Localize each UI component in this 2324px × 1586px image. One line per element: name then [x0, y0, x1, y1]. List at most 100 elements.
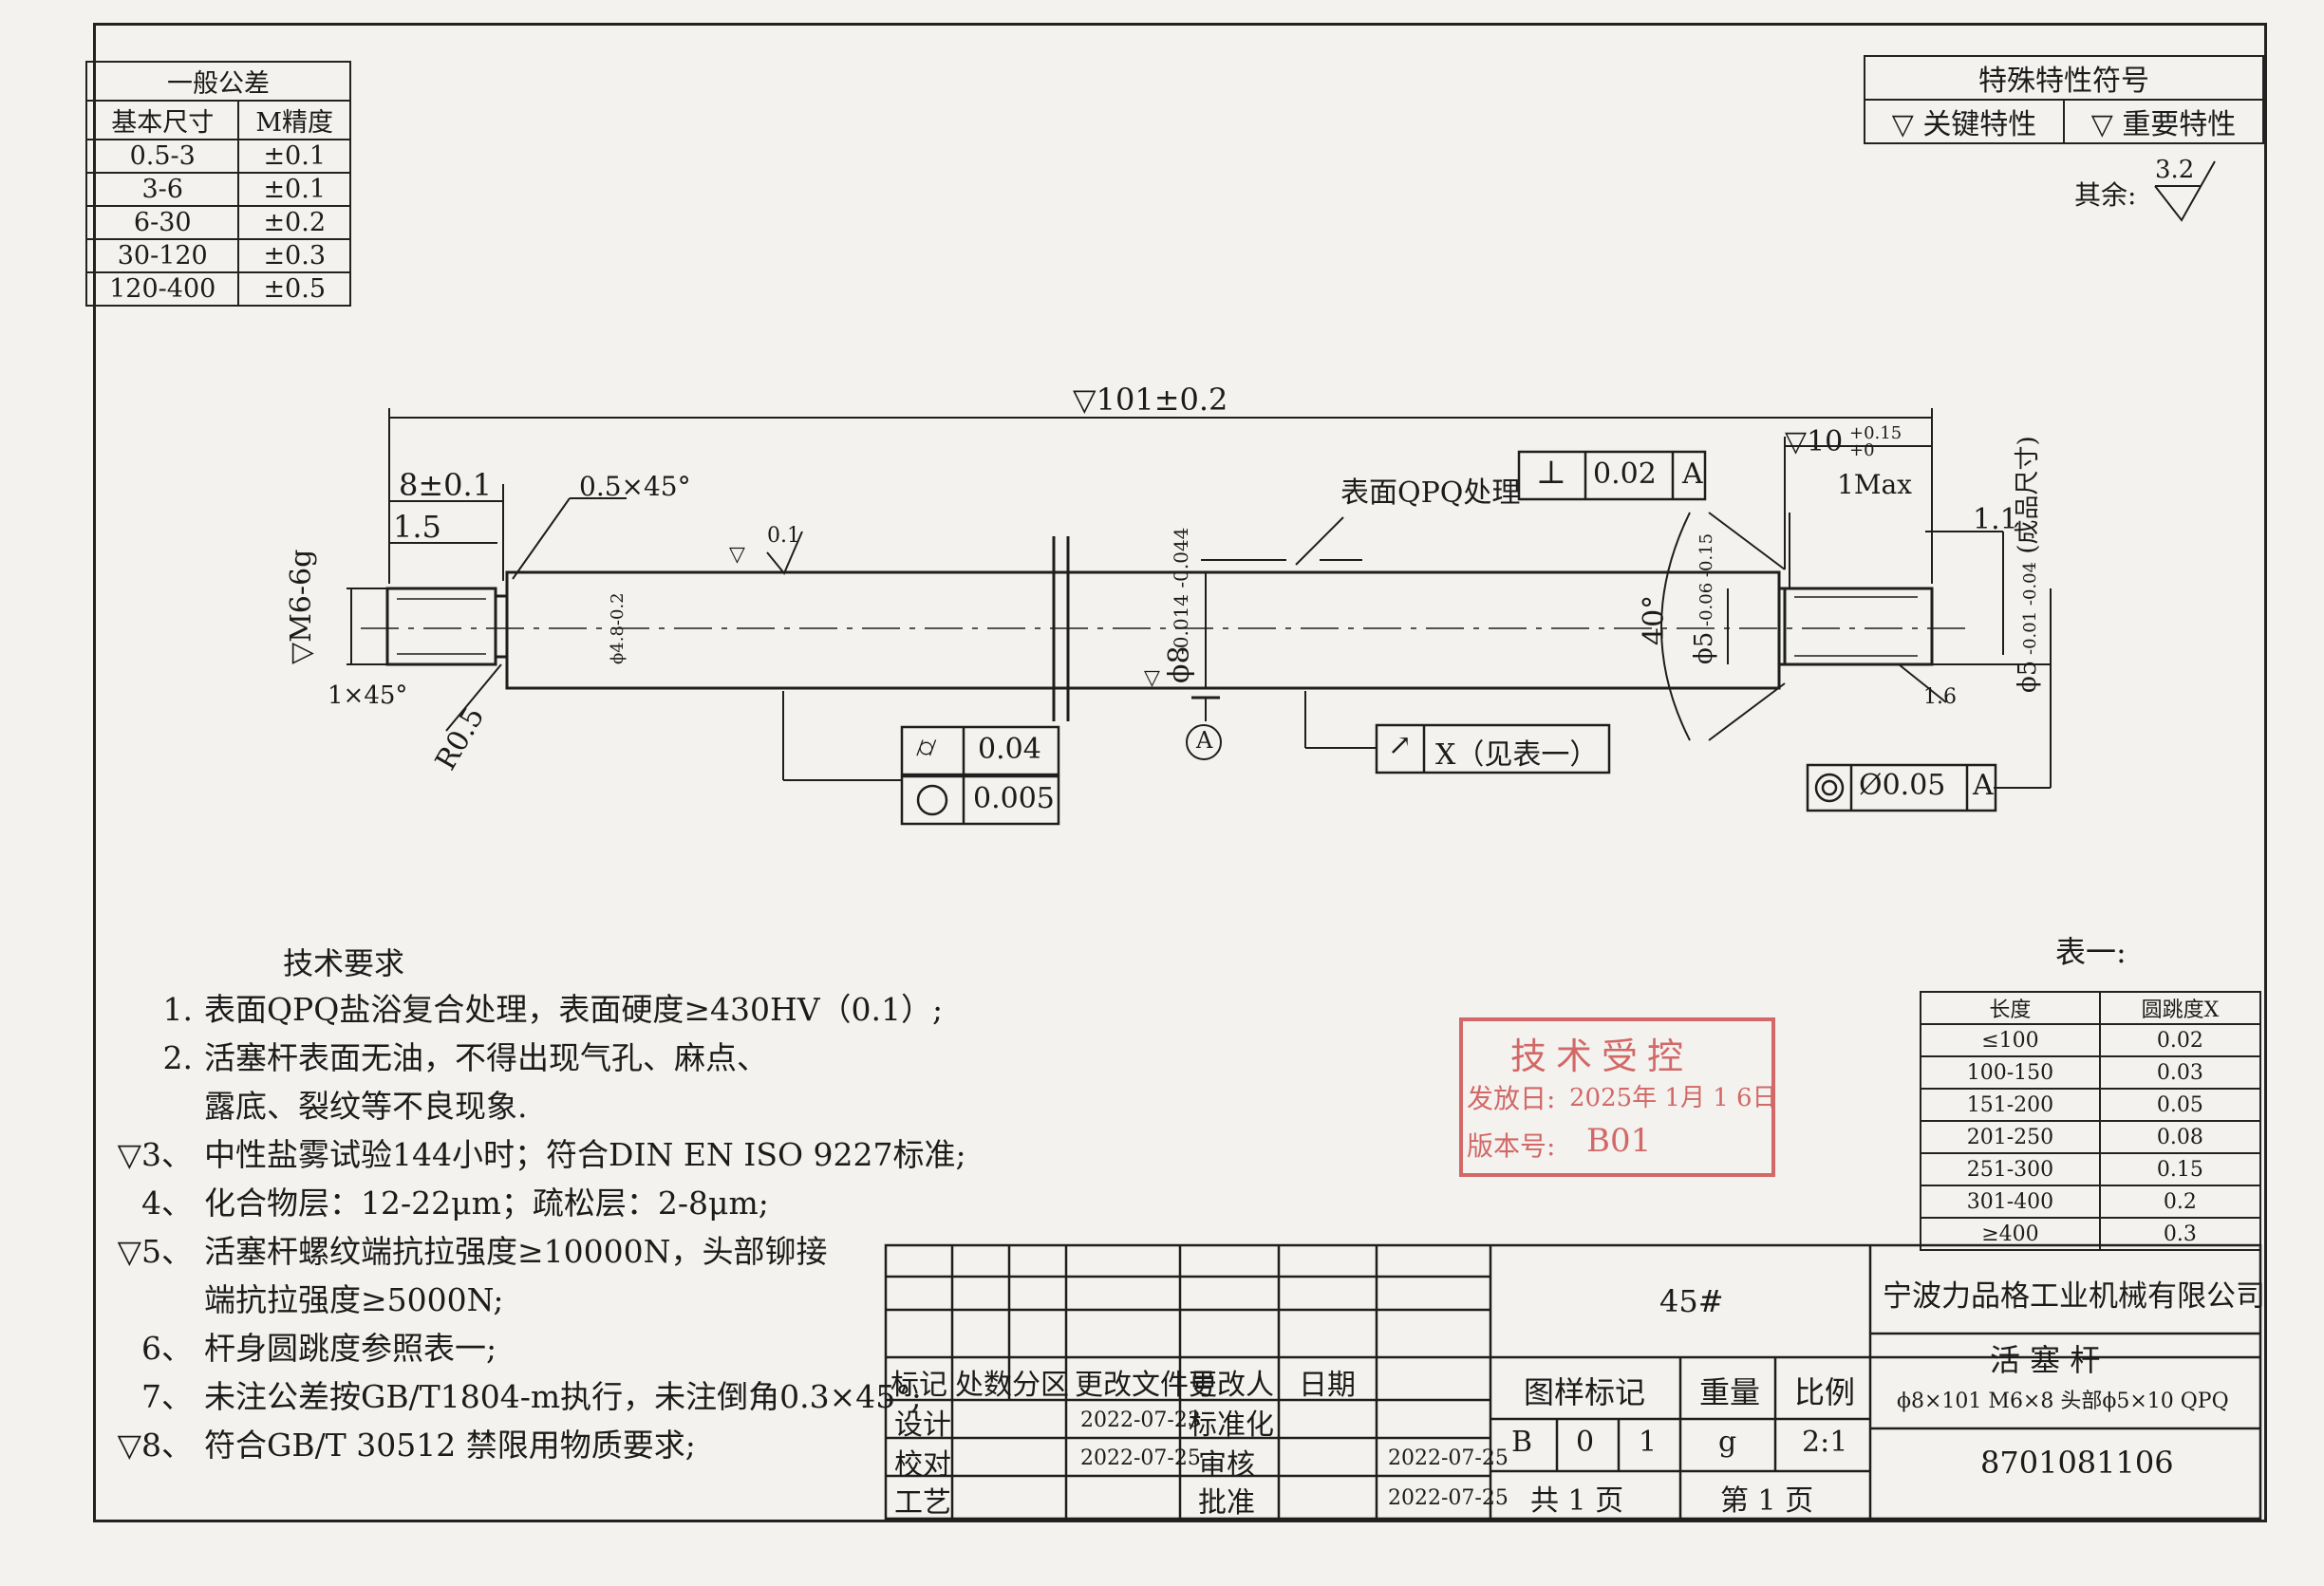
approve-label: 批准 [1198, 1486, 1255, 1520]
rod-head [1783, 587, 1934, 666]
total-pages: 共 1 页 [1530, 1484, 1624, 1518]
standard-label: 标准化 [1189, 1409, 1274, 1442]
table1-runout: 0.15 [2098, 1152, 2262, 1186]
perpendicularity-datum: A [1682, 457, 1703, 491]
key-char-icon: ▽ [117, 1233, 141, 1270]
key-char-icon: ▽ [117, 1427, 141, 1464]
weight-label: 重量 [1699, 1374, 1761, 1410]
table1-header-runout: 圆跳度X [2098, 991, 2262, 1025]
rev-header-zone: 分区 [1012, 1369, 1069, 1402]
perpendicularity-icon: ⊥ [1536, 454, 1566, 492]
tech-item: 2.活塞杆表面无油，不得出现气孔、麻点、 [162, 1039, 769, 1076]
sample-mark-1: 1 [1639, 1426, 1658, 1459]
tech-item: 4、化合物层：12-22μm；疏松层：2-8μm; [141, 1185, 769, 1222]
review-label: 审核 [1198, 1448, 1255, 1482]
roundness-frame [900, 774, 1060, 826]
special-characteristics-title: 特殊特性符号 [1864, 55, 2264, 101]
tol-size: 0.5-3 [84, 139, 240, 174]
tech-item: 7、未注公差按GB/T1804-m执行，未注倒角0.3×45°; [141, 1378, 922, 1415]
part-name: 活 塞 杆 [1990, 1342, 2101, 1378]
thread-length-dim: 8±0.1 [399, 467, 493, 503]
key-char-icon: ▽ [117, 1136, 141, 1173]
tol-size: 30-120 [84, 238, 240, 273]
overall-length-dim: ▽101±0.2 [1073, 382, 1228, 418]
important-characteristic-icon: ▽ [2090, 108, 2113, 141]
head-dia-dim: ϕ5 -0.06 -0.15 [1690, 532, 1718, 664]
roughness-body-value: 0.1 [767, 524, 800, 548]
tol-value: ±0.3 [237, 238, 351, 273]
roundness-value: 0.005 [973, 782, 1055, 815]
max-step-dim: 1Max [1837, 469, 1912, 500]
table1-length: 201-250 [1920, 1120, 2101, 1154]
tol-value: ±0.1 [237, 172, 351, 207]
sample-mark-0: 0 [1576, 1426, 1595, 1459]
design-date: 2022-07-23 [1080, 1409, 1201, 1432]
important-characteristic-label: 重要特性 [2122, 108, 2237, 141]
tech-item: ▽3、中性盐雾试验144小时；符合DIN EN ISO 9227标准; [117, 1136, 966, 1173]
rev-header-doc: 更改文件号 [1075, 1369, 1217, 1402]
table1-length: 301-400 [1920, 1185, 2101, 1219]
rev-header-date: 日期 [1299, 1369, 1356, 1402]
drawing-frame [93, 23, 2267, 1522]
key-characteristic-icon: ▽ [1891, 108, 1914, 141]
key-characteristic-label: 关键特性 [1922, 108, 2037, 141]
rev-header-mark: 标记 [890, 1369, 947, 1402]
concentricity-value: Ø0.05 [1859, 769, 1946, 802]
tech-item: 露底、裂纹等不良现象. [204, 1088, 528, 1125]
table1-runout: 0.02 [2098, 1023, 2262, 1057]
table1-header-length: 长度 [1920, 991, 2101, 1025]
runout-note: X（见表一） [1435, 738, 1599, 772]
check-date: 2022-07-25 [1080, 1446, 1201, 1470]
rod-body [505, 570, 1781, 690]
body-key-icon: ▽ [1144, 666, 1160, 690]
concentricity-frame [1806, 763, 1997, 812]
table1-title: 表一: [2055, 934, 2127, 970]
body-dia-tol: -0.014 -0.044 [1170, 527, 1192, 655]
end-dia-dim: ϕ5 -0.01 -0.04 (成品尺寸) [2014, 436, 2042, 693]
process-label: 工艺 [894, 1486, 951, 1520]
stamp-date: 2025年 1月 1 6日 [1569, 1084, 1777, 1112]
datum-a-label: A [1196, 727, 1213, 754]
tech-requirements-list: 1.表面QPQ盐浴复合处理，表面硬度≥430HV（0.1）; 2.活塞杆表面无油… [109, 985, 966, 1469]
tol-value: ±0.5 [237, 271, 351, 307]
table1-runout: 0.08 [2098, 1120, 2262, 1154]
tech-item: ▽5、活塞杆螺纹端抗拉强度≥10000N，头部铆接 [117, 1233, 828, 1270]
part-description: ϕ8×101 M6×8 头部ϕ5×10 QPQ [1897, 1390, 2229, 1413]
table1-runout: 0.05 [2098, 1088, 2262, 1122]
page-number: 第 1 页 [1720, 1484, 1814, 1518]
perpendicularity-frame [1517, 450, 1707, 501]
surface-finish-label: 其余: [2074, 179, 2137, 211]
tech-item: ▽8、符合GB/T 30512 禁限用物质要求; [117, 1427, 696, 1464]
thread-section [385, 587, 497, 666]
header-m-precision: M精度 [237, 100, 351, 140]
tol-size: 3-6 [84, 172, 240, 207]
thread-spec: ▽M6-6g [285, 549, 318, 664]
check-label: 校对 [894, 1448, 951, 1482]
runout-frame [1375, 723, 1611, 774]
surface-finish-value: 3.2 [2155, 156, 2195, 184]
table1-length: ≥400 [1920, 1217, 2101, 1251]
key-characteristic-cell: ▽ 关键特性 [1864, 99, 2065, 144]
head-length-dim: ▽10 [1785, 425, 1844, 458]
perpendicularity-value: 0.02 [1593, 457, 1657, 491]
controlled-stamp: 技术受控 发放日: 2025年 1月 1 6日 版本号: B01 [1459, 1017, 1777, 1177]
cylindricity-value: 0.04 [978, 733, 1041, 766]
part-number: 8701081106 [1980, 1445, 2174, 1481]
stamp-date-label: 发放日: [1467, 1083, 1556, 1114]
head-length-tol: +0.15+0 [1849, 423, 1902, 460]
sample-mark-b: B [1511, 1426, 1533, 1459]
table1-runout: 0.2 [2098, 1185, 2262, 1219]
runout-icon: ↗ [1388, 729, 1413, 762]
sample-mark-label: 图样标记 [1524, 1374, 1646, 1410]
table1-runout: 0.03 [2098, 1055, 2262, 1090]
important-characteristic-cell: ▽ 重要特性 [2063, 99, 2264, 144]
end-step-dim: 1.1 [1973, 503, 2018, 536]
cylindricity-icon: ⌭ [916, 731, 937, 764]
inner-dia-dim: ϕ4.8-0.2 [608, 592, 628, 664]
tol-value: ±0.1 [237, 139, 351, 174]
review-date: 2022-07-25 [1388, 1446, 1509, 1470]
design-label: 设计 [894, 1409, 951, 1442]
